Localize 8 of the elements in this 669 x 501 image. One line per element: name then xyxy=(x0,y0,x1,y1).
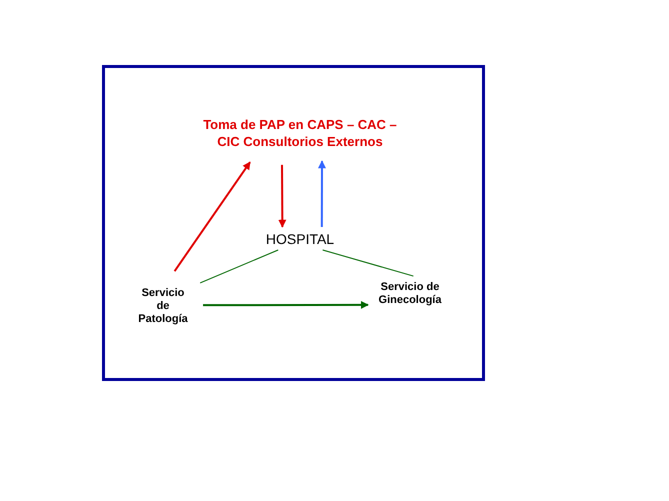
node-label: HOSPITAL xyxy=(266,230,334,248)
arrow xyxy=(278,164,286,228)
arrow xyxy=(174,162,251,272)
node-label: Servicio de Ginecología xyxy=(378,281,442,307)
arrow xyxy=(318,160,326,227)
arrow xyxy=(203,300,369,309)
node-label: Servicio de Patología xyxy=(137,286,189,326)
node-label: Toma de PAP en CAPS – CAC – CIC Consultorios Externos xyxy=(202,116,398,150)
